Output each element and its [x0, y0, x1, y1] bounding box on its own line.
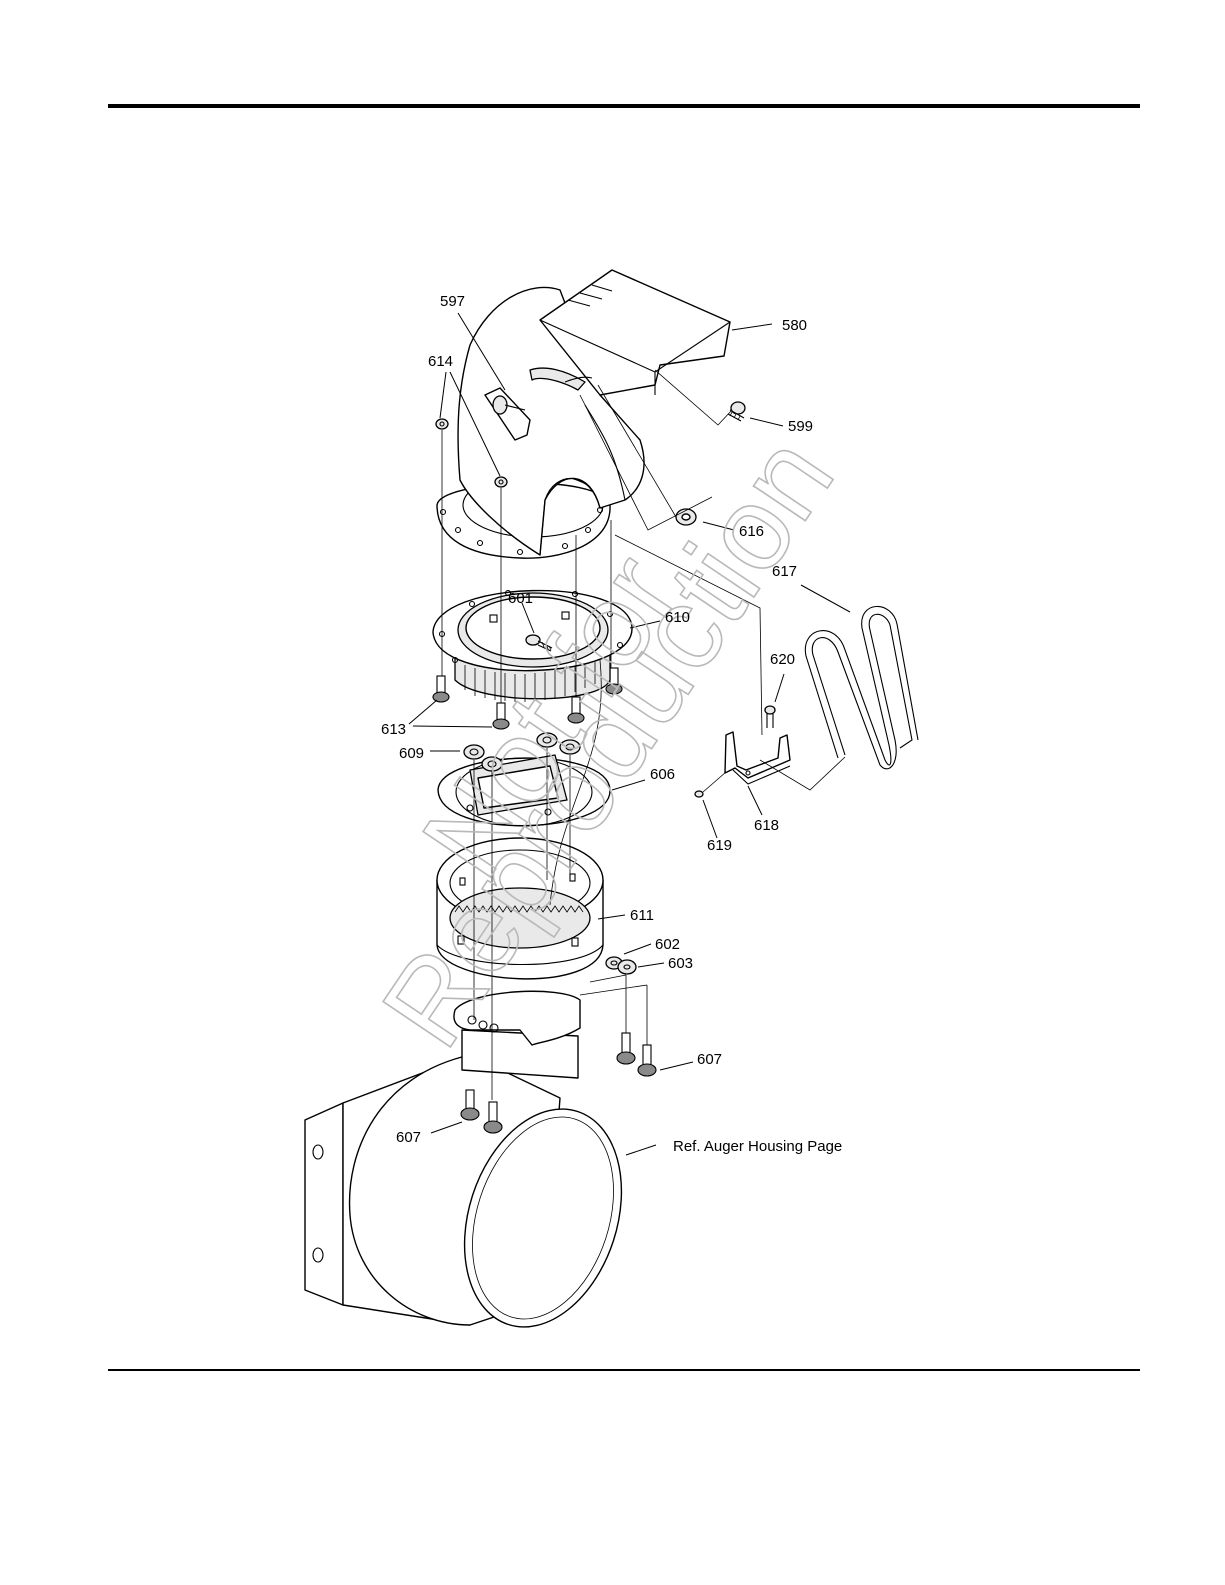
callout-613: 613: [381, 721, 406, 738]
callout-606: 606: [650, 766, 675, 783]
handle-617: [805, 606, 918, 768]
nut-619: [695, 791, 703, 797]
callout-599: 599: [788, 418, 813, 435]
callout-609: 609: [399, 745, 424, 762]
callout-597: 597: [440, 293, 465, 310]
callout-614: 614: [428, 353, 453, 370]
callout-620: 620: [770, 651, 795, 668]
screw-620: [765, 706, 775, 728]
reference-label: Ref. Auger Housing Page: [673, 1138, 842, 1155]
callout-611: 611: [630, 907, 654, 924]
callout-607-right: 607: [697, 1051, 722, 1068]
callout-617: 617: [772, 563, 797, 580]
callout-602: 602: [655, 936, 680, 953]
callout-601: 601: [508, 590, 533, 607]
callout-619: 619: [707, 837, 732, 854]
auger-housing: [305, 1030, 648, 1347]
callout-610: 610: [665, 609, 690, 626]
callout-616: 616: [739, 523, 764, 540]
callout-603: 603: [668, 955, 693, 972]
bracket-618: [725, 732, 790, 784]
callout-607-left: 607: [396, 1129, 421, 1146]
callout-580: 580: [782, 317, 807, 334]
callout-618: 618: [754, 817, 779, 834]
nut-603: [618, 960, 636, 974]
